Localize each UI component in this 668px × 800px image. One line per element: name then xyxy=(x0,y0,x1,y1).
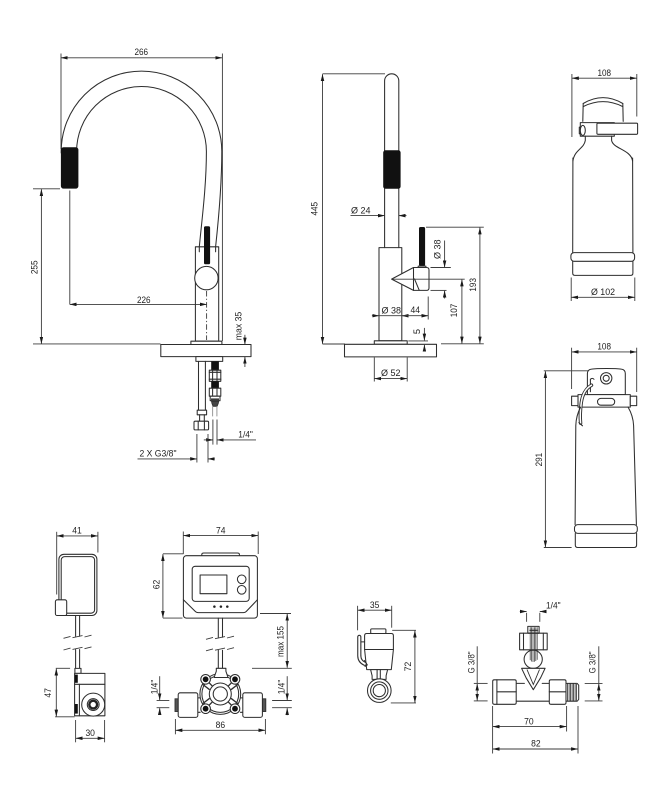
svg-text:1/4": 1/4" xyxy=(238,430,253,440)
svg-text:86: 86 xyxy=(216,720,226,730)
svg-text:G 3/8": G 3/8" xyxy=(588,651,598,673)
svg-text:70: 70 xyxy=(524,716,534,726)
svg-text:Ø 52: Ø 52 xyxy=(381,368,401,378)
svg-text:max 155: max 155 xyxy=(275,626,285,657)
svg-text:Ø 38: Ø 38 xyxy=(382,305,402,315)
svg-text:107: 107 xyxy=(449,304,459,318)
svg-text:Ø 102: Ø 102 xyxy=(591,287,615,297)
svg-text:30: 30 xyxy=(85,728,95,738)
svg-text:Ø 38: Ø 38 xyxy=(432,240,442,259)
svg-text:291: 291 xyxy=(534,453,544,467)
svg-text:2 X G3/8": 2 X G3/8" xyxy=(140,448,177,458)
svg-text:74: 74 xyxy=(216,525,226,535)
svg-text:62: 62 xyxy=(151,580,161,590)
svg-text:Ø 24: Ø 24 xyxy=(351,206,371,216)
svg-text:82: 82 xyxy=(531,739,541,749)
svg-text:47: 47 xyxy=(43,688,53,698)
svg-text:35: 35 xyxy=(370,600,380,610)
svg-text:108: 108 xyxy=(598,68,612,78)
svg-text:41: 41 xyxy=(72,526,82,536)
svg-text:G 3/8": G 3/8" xyxy=(467,651,477,673)
svg-text:193: 193 xyxy=(468,278,478,292)
svg-text:255: 255 xyxy=(30,261,40,275)
svg-text:266: 266 xyxy=(135,47,149,57)
svg-text:1/4": 1/4" xyxy=(546,601,561,611)
svg-text:44: 44 xyxy=(411,305,421,315)
svg-text:1/4": 1/4" xyxy=(276,680,286,695)
svg-text:max 35: max 35 xyxy=(233,312,243,341)
svg-text:445: 445 xyxy=(309,202,319,216)
svg-text:226: 226 xyxy=(137,295,151,305)
svg-text:1/4": 1/4" xyxy=(149,680,159,695)
svg-text:72: 72 xyxy=(403,662,413,672)
svg-text:108: 108 xyxy=(597,342,611,352)
svg-text:5: 5 xyxy=(412,329,422,334)
